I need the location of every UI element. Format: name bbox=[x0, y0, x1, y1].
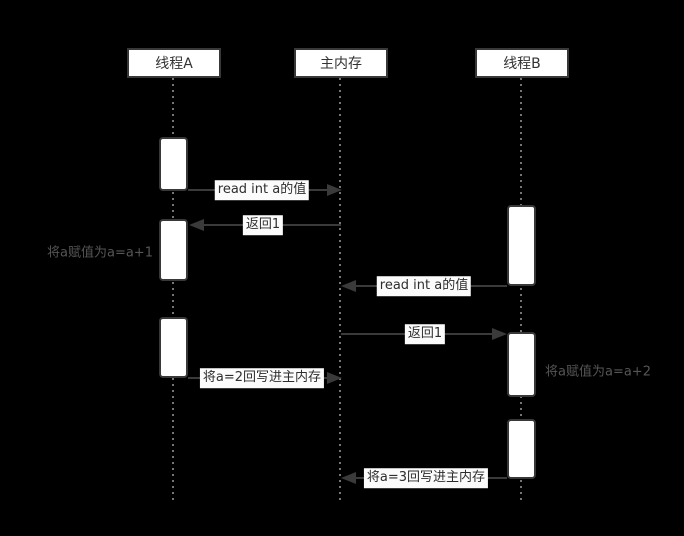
lifeline-thread-b bbox=[520, 78, 522, 504]
annotation-thread-a: 将a赋值为a=a+1 bbox=[47, 245, 153, 261]
lifeline-label-thread-b: 线程B bbox=[503, 56, 541, 72]
lifeline-header-thread-b: 线程B bbox=[475, 48, 569, 78]
arrow-left-icon bbox=[341, 280, 356, 292]
lifeline-main-memory bbox=[339, 78, 341, 504]
activation-thread-a-1 bbox=[159, 137, 188, 191]
message-label: 返回1 bbox=[242, 215, 284, 235]
message-label: read int a的值 bbox=[376, 276, 472, 296]
activation-thread-a-2 bbox=[159, 219, 188, 281]
lifeline-label-thread-a: 线程A bbox=[155, 56, 193, 72]
activation-thread-b-2 bbox=[507, 332, 536, 397]
lifeline-thread-a bbox=[172, 78, 174, 504]
message-label: 将a=3回写进主内存 bbox=[363, 468, 489, 488]
annotation-thread-b: 将a赋值为a=a+2 bbox=[545, 364, 651, 380]
activation-thread-a-3 bbox=[159, 317, 188, 378]
arrow-right-icon bbox=[327, 184, 342, 196]
activation-thread-b-3 bbox=[507, 419, 536, 479]
arrow-left-icon bbox=[189, 219, 204, 231]
arrow-right-icon bbox=[492, 328, 507, 340]
arrow-right-icon bbox=[327, 372, 342, 384]
message-label: 将a=2回写进主内存 bbox=[199, 368, 325, 388]
activation-thread-b-1 bbox=[507, 205, 536, 286]
arrow-left-icon bbox=[341, 472, 356, 484]
lifeline-header-thread-a: 线程A bbox=[127, 48, 221, 78]
lifeline-label-main-memory: 主内存 bbox=[320, 56, 362, 72]
lifeline-header-main-memory: 主内存 bbox=[294, 48, 388, 78]
message-label: read int a的值 bbox=[214, 180, 310, 200]
message-label: 返回1 bbox=[404, 324, 446, 344]
